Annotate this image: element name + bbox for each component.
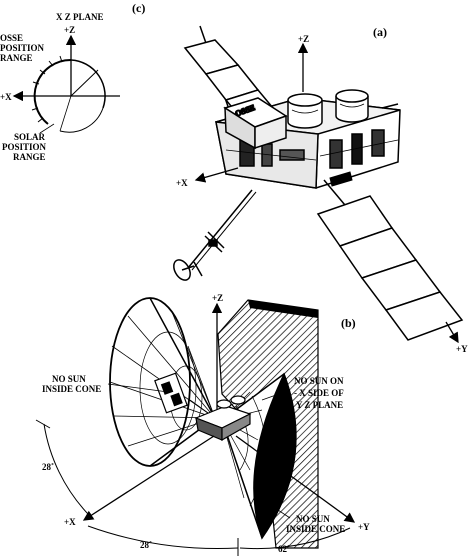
panel-a-z-label: +Z bbox=[298, 34, 309, 44]
no-sun-cone-label: NO SUN INSIDE CONE bbox=[42, 374, 101, 394]
panel-a: (a) +Z bbox=[173, 25, 468, 354]
panel-a-y-label: +Y bbox=[456, 344, 468, 354]
panel-b-y-axis bbox=[235, 435, 356, 523]
panel-b-z-label: +Z bbox=[212, 293, 223, 303]
svg-text:INSIDE CONE: INSIDE CONE bbox=[42, 384, 101, 394]
spacecraft-small bbox=[154, 372, 252, 442]
top-detectors bbox=[287, 89, 369, 129]
no-sun-plane-leader bbox=[261, 389, 291, 401]
no-sun-lower-cone-label: NO SUN INSIDE CONE bbox=[286, 514, 345, 534]
svg-text:- X SIDE OF: - X SIDE OF bbox=[294, 388, 344, 398]
solar-range-label: SOLAR POSITION RANGE bbox=[2, 132, 47, 162]
yz-plane-top-edge bbox=[248, 300, 318, 318]
osse-range-label: OSSE POSITION RANGE bbox=[0, 33, 45, 63]
lower-solar-array bbox=[316, 195, 464, 341]
panel-b-y-label: +Y bbox=[358, 522, 370, 532]
osse-range-arc bbox=[33, 58, 72, 125]
angle-arc-right bbox=[239, 527, 351, 550]
left-cone bbox=[109, 297, 216, 467]
antenna-boom bbox=[187, 189, 253, 269]
svg-text:NO SUN ON: NO SUN ON bbox=[294, 376, 344, 386]
no-sun-cone-leader bbox=[107, 383, 169, 393]
svg-text:NO SUN: NO SUN bbox=[296, 514, 330, 524]
panel-c-title: X Z PLANE bbox=[56, 12, 104, 22]
panel-c-z-label: +Z bbox=[64, 25, 75, 35]
angle-left: 28˚ bbox=[42, 462, 54, 472]
solar-range-arc bbox=[70, 59, 106, 109]
panel-b: (b) +Z bbox=[35, 293, 370, 556]
svg-text:NO SUN: NO SUN bbox=[52, 374, 86, 384]
antenna-boom-inner bbox=[191, 191, 257, 271]
angle-bottom: 28˚ bbox=[140, 540, 152, 550]
angle-arc-left-tick bbox=[35, 419, 51, 429]
panel-b-x-axis bbox=[82, 435, 215, 521]
antenna-dish bbox=[173, 259, 203, 281]
svg-text:OSSE: OSSE bbox=[0, 33, 23, 43]
svg-text:POSITION: POSITION bbox=[0, 43, 45, 53]
panel-a-y-axis bbox=[445, 321, 459, 344]
panel-c-x-label: +X bbox=[0, 92, 12, 102]
side-mast bbox=[381, 103, 399, 109]
angle-arc-left bbox=[43, 423, 89, 515]
osse-range-ticks bbox=[30, 55, 63, 123]
svg-text:RANGE: RANGE bbox=[13, 152, 46, 162]
angle-right: 62˚ bbox=[278, 544, 290, 554]
solar-boundary-line bbox=[59, 95, 72, 132]
panel-c: (c) X Z PLANE +Z +X OSSE POSITION RANGE bbox=[0, 1, 145, 162]
svg-text:RANGE: RANGE bbox=[0, 53, 33, 63]
solar-range-arc-lower bbox=[59, 107, 104, 133]
svg-text:Y Z PLANE: Y Z PLANE bbox=[296, 400, 343, 410]
svg-text:POSITION: POSITION bbox=[2, 142, 47, 152]
panel-b-label: (b) bbox=[341, 316, 356, 330]
solar-leader-line bbox=[39, 123, 55, 134]
no-sun-plane-label: NO SUN ON - X SIDE OF Y Z PLANE bbox=[294, 376, 344, 410]
panel-c-label: (c) bbox=[132, 1, 145, 15]
angle-arc-bottom bbox=[87, 525, 239, 550]
solar-direction-line bbox=[70, 69, 99, 97]
osse-instrument: OSSE bbox=[223, 97, 288, 150]
panel-a-x-label: +X bbox=[176, 178, 188, 188]
array-drive bbox=[329, 171, 353, 187]
panel-b-x-label: +X bbox=[64, 517, 76, 527]
panel-a-x-axis bbox=[194, 167, 239, 183]
antenna-joint bbox=[204, 231, 225, 253]
svg-text:SOLAR: SOLAR bbox=[14, 132, 46, 142]
panel-a-label: (a) bbox=[373, 25, 387, 39]
no-sun-lower-cone-leader bbox=[271, 505, 291, 519]
svg-text:INSIDE CONE: INSIDE CONE bbox=[286, 524, 345, 534]
